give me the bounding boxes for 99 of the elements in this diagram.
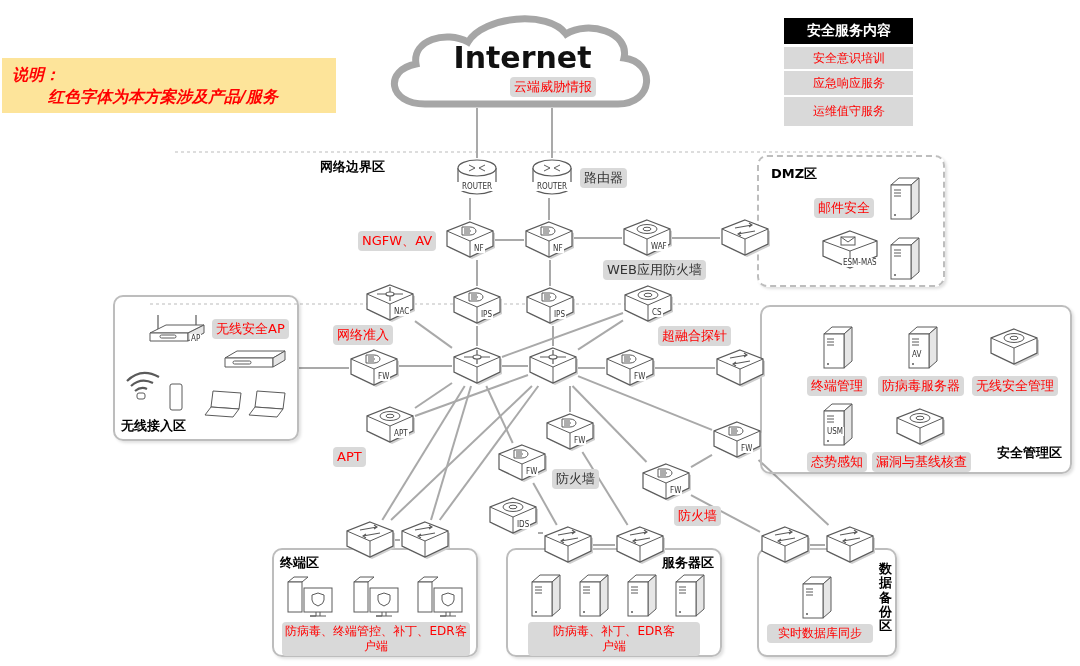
device-label: 无线安全管理 [972,376,1058,396]
device-label: 漏洞与基线核查 [872,452,971,472]
network-link [552,325,554,347]
zone-panel [113,295,299,441]
network-link [476,259,478,287]
note-panel [2,58,336,113]
network-link [671,237,721,239]
zone-title: 无线接入区 [121,417,186,435]
device-label: 防病毒服务器 [878,376,964,396]
zone-title: 数据备份区 [879,562,892,634]
device-label: 终端管理 [807,376,867,396]
device-tag: NF [552,244,564,253]
network-link [592,544,616,546]
cloud-title: Internet [453,40,592,75]
network-link [438,385,540,521]
network-link [494,239,525,241]
zone-panel [757,155,945,287]
device-tag: CS [651,308,663,317]
zone-panel [757,548,897,657]
device-tag: ROUTER [454,182,500,191]
network-link [551,107,553,159]
network-link [476,107,478,159]
network-link [501,312,624,358]
network-link [757,459,830,526]
zone-label: 网络边界区 [320,158,385,176]
network-link [394,539,401,541]
network-link [381,385,466,521]
zone-caption: 防病毒、终端管控、补丁、EDR客户端 [282,622,470,656]
service-item: 安全意识培训 [784,47,913,69]
network-link [571,385,648,463]
zone-title: 安全管理区 [997,444,1062,462]
network-link [390,385,533,521]
network-link [298,367,350,369]
network-link [809,544,826,546]
network-link [690,453,713,469]
device-tag: AP [190,334,202,343]
device-tag: FW [633,372,647,381]
device-tag: NAC [393,307,411,316]
network-link [469,197,471,221]
network-link [485,385,514,444]
network-link [548,197,550,221]
zone-panel [760,305,1072,474]
network-link [414,320,453,349]
device-label: APT [333,447,366,467]
device-tag: FW [740,444,754,453]
device-label: 邮件安全 [814,198,874,218]
network-link [577,319,624,351]
note-text: 红色字体为本方案涉及产品/服务 [48,86,280,108]
zone-title: DMZ区 [771,165,818,183]
device-label: 超融合探针 [658,326,731,346]
note-title: 说明： [12,64,61,86]
device-tag: FW [669,486,683,495]
device-tag: FW [525,467,539,476]
device-label: 无线安全AP [212,319,289,339]
device-label: WEB应用防火墙 [603,260,706,280]
device-tag: IDS [516,520,531,529]
device-tag: APT [393,429,409,438]
device-tag: FW [377,372,391,381]
cloud-label: 云端威胁情报 [509,77,596,97]
network-link [573,237,623,239]
table-header: 安全服务内容 [784,18,913,44]
network-link [476,325,478,347]
network-link [569,385,571,413]
device-label: 态势感知 [807,452,867,472]
device-tag: ESM-MAS [842,258,878,267]
zone-caption: 实时数据库同步 [767,624,873,643]
zone-title: 终端区 [280,554,319,572]
zone-panel [506,548,722,657]
network-link [532,482,558,526]
device-tag: WAF [650,242,668,251]
zone-panel [272,548,478,657]
zone-title: 服务器区 [662,554,714,572]
network-link [414,374,529,417]
device-tag: USM [826,427,845,436]
zone-caption: 防病毒、补丁、EDR客户端 [528,622,700,656]
network-link [577,375,713,431]
network-link [549,259,551,287]
device-label: NGFW、AV [358,231,437,251]
device-tag: AV [911,350,923,359]
service-item: 运维值守服务 [784,97,913,126]
network-link [690,494,761,533]
network-link [581,451,629,526]
device-label: 路由器 [580,168,627,188]
device-tag: ROUTER [529,182,575,191]
device-tag: IPS [553,310,567,319]
service-item: 应急响应服务 [784,71,913,95]
network-link [501,365,529,367]
device-label: 防火墙 [674,506,721,526]
network-link [577,367,606,369]
network-link [430,385,472,521]
device-tag: FW [573,436,587,445]
network-link [537,532,544,534]
device-tag: IPS [480,310,494,319]
device-label: 网络准入 [333,325,393,345]
network-link [414,381,453,410]
device-tag: NF [473,244,485,253]
device-label: 防火墙 [552,469,599,489]
network-link [654,367,716,369]
network-link [398,365,453,367]
